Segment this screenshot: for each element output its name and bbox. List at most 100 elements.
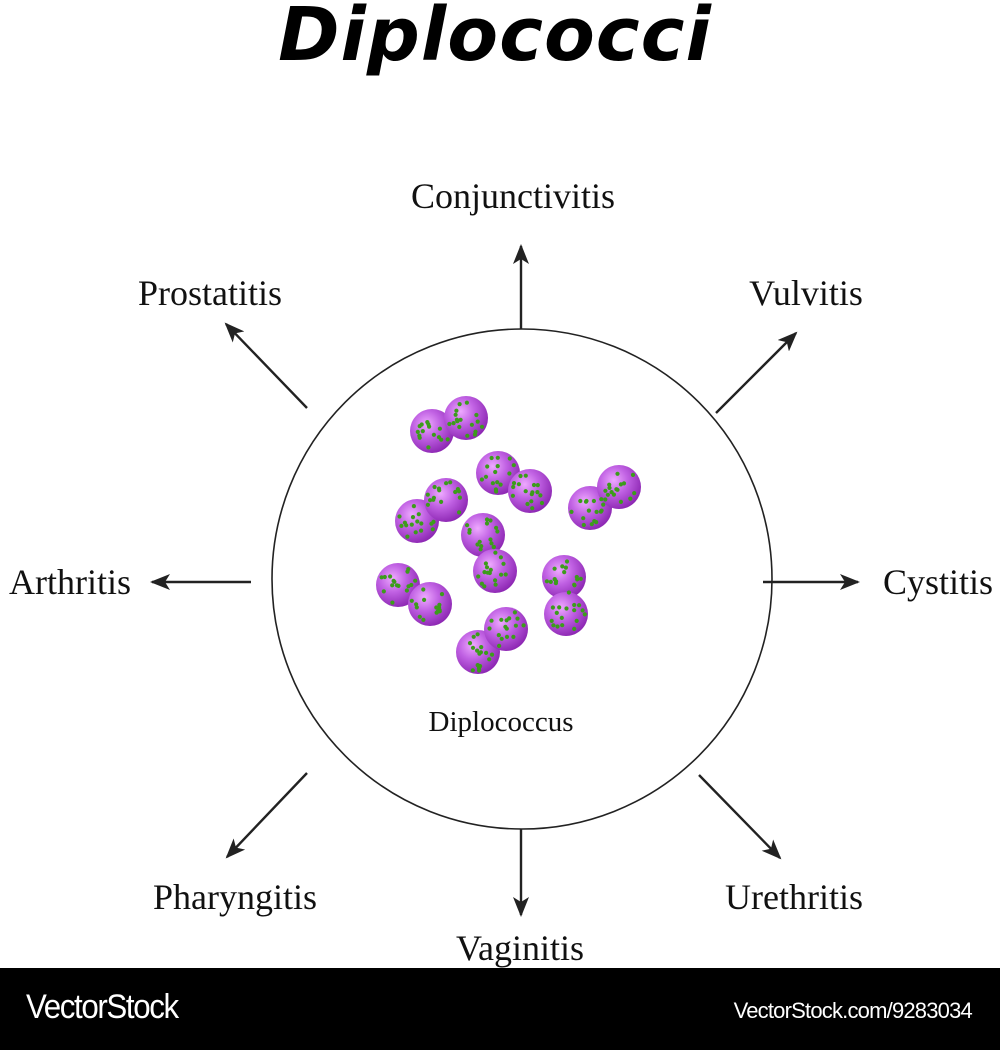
surface-dot: [439, 499, 444, 504]
surface-dot: [426, 445, 431, 450]
surface-dot: [421, 617, 426, 623]
surface-dot: [577, 603, 582, 608]
coccus-cell: [542, 555, 586, 599]
surface-dot: [479, 477, 484, 482]
surface-dot: [538, 493, 543, 498]
surface-dot: [464, 400, 469, 405]
surface-dot: [469, 422, 474, 427]
surface-dot: [455, 487, 460, 492]
surface-dot: [437, 488, 442, 493]
surface-dot: [548, 579, 553, 585]
surface-dot: [614, 487, 619, 492]
surface-dot: [475, 632, 480, 637]
surface-dot: [458, 417, 463, 422]
surface-dot: [437, 426, 442, 431]
label-arthritis: Arthritis: [9, 562, 131, 602]
surface-dot: [572, 602, 577, 608]
label-conjunctivitis: Conjunctivitis: [411, 176, 615, 216]
surface-dot: [409, 598, 414, 603]
surface-dot: [564, 606, 569, 611]
surface-dot: [589, 522, 594, 527]
surface-dot: [501, 561, 506, 566]
label-urethritis: Urethritis: [725, 877, 863, 917]
diplococcus-pair: [476, 451, 552, 513]
surface-dot: [470, 645, 476, 650]
arrow-pharyngitis: [225, 772, 308, 859]
surface-dot: [494, 525, 499, 530]
surface-dot: [557, 605, 562, 610]
surface-dot: [478, 547, 483, 552]
surface-dot: [419, 521, 424, 526]
surface-dot: [511, 484, 516, 490]
surface-dot: [552, 566, 557, 571]
surface-dot: [475, 542, 480, 547]
surface-dot: [479, 581, 484, 586]
surface-dot: [454, 417, 459, 422]
surface-dot: [381, 589, 386, 594]
surface-dot: [539, 500, 545, 506]
surface-dot: [397, 514, 402, 519]
surface-dot: [511, 634, 516, 640]
surface-dot: [467, 530, 472, 535]
surface-dot: [425, 492, 430, 497]
diplococci-cluster: [376, 396, 641, 674]
surface-dot: [457, 510, 462, 515]
surface-dot: [578, 498, 583, 504]
surface-dot: [529, 499, 534, 504]
surface-dot: [483, 561, 488, 566]
label-vaginitis: Vaginitis: [456, 928, 584, 968]
surface-dot: [417, 614, 422, 619]
surface-dot: [560, 564, 565, 569]
surface-dot: [490, 481, 495, 486]
surface-dot: [563, 565, 569, 570]
surface-dot: [525, 501, 530, 507]
surface-dot: [572, 626, 577, 632]
surface-dot: [535, 483, 540, 488]
label-prostatitis: Prostatitis: [138, 273, 282, 313]
coccus-cell: [473, 549, 517, 593]
surface-dot: [476, 574, 481, 579]
surface-dot: [453, 489, 458, 495]
surface-dot: [478, 650, 483, 655]
surface-dot: [504, 618, 509, 623]
surface-dot: [607, 485, 612, 490]
surface-dot: [581, 522, 586, 528]
surface-dot: [392, 579, 397, 584]
surface-dot: [544, 579, 550, 584]
surface-dot: [599, 497, 604, 502]
surface-dot: [515, 616, 520, 621]
surface-dot: [485, 464, 490, 469]
surface-dot: [591, 498, 597, 504]
surface-dot: [406, 584, 411, 589]
surface-dot: [516, 482, 522, 487]
surface-dot: [479, 424, 485, 429]
surface-dot: [559, 615, 564, 621]
surface-dot: [498, 482, 503, 487]
surface-dot: [586, 508, 592, 513]
surface-dot: [566, 590, 572, 595]
surface-dot: [488, 537, 493, 542]
surface-dot: [495, 455, 500, 460]
surface-dot: [439, 437, 444, 442]
surface-dot: [428, 498, 433, 503]
surface-dot: [618, 482, 624, 487]
surface-dot: [555, 624, 560, 629]
surface-dot: [471, 634, 476, 639]
surface-dot: [475, 648, 480, 653]
surface-dot: [603, 488, 608, 493]
surface-dot: [503, 572, 508, 577]
surface-dot: [485, 570, 490, 575]
surface-dot: [531, 482, 537, 488]
label-vulvitis: Vulvitis: [749, 273, 863, 313]
surface-dot: [447, 421, 452, 427]
surface-dot: [396, 583, 401, 589]
surface-dot: [415, 429, 420, 434]
surface-dot: [518, 473, 523, 479]
surface-dot: [601, 502, 606, 507]
surface-dot: [417, 424, 422, 429]
surface-dot: [479, 645, 484, 650]
surface-dot: [504, 626, 509, 631]
surface-dot: [475, 419, 480, 424]
surface-dot: [489, 618, 494, 623]
